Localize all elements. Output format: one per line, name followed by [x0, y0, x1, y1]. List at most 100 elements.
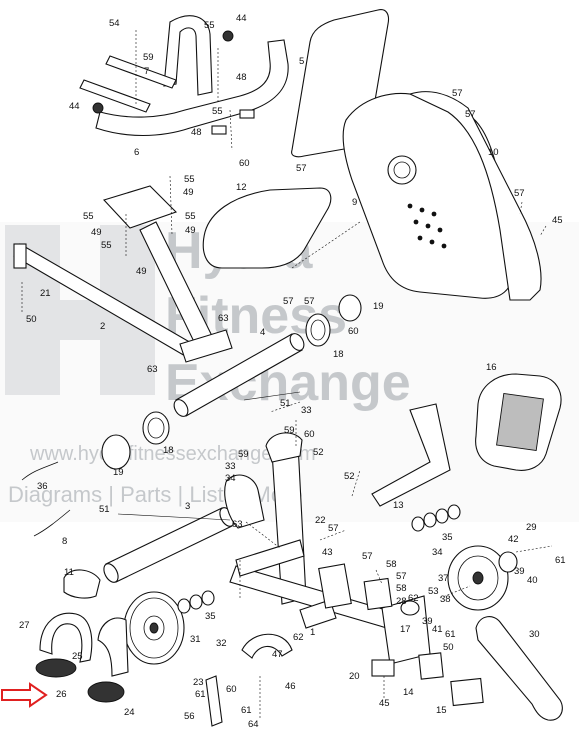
label-16: 16	[486, 362, 497, 373]
seat-frame	[13, 185, 233, 363]
rail-end	[13, 243, 27, 269]
label-57c: 57	[296, 163, 307, 174]
wire-harness-36	[21, 461, 59, 481]
label-5: 5	[299, 56, 304, 67]
label-61b: 61	[445, 629, 456, 640]
label-24: 24	[124, 707, 135, 718]
label-58a: 58	[386, 559, 397, 570]
label-59c: 59	[238, 449, 249, 460]
eddy-17	[400, 600, 420, 616]
label-18b: 18	[163, 445, 174, 456]
label-12: 12	[236, 182, 247, 193]
label-2: 2	[100, 321, 105, 332]
label-40: 40	[527, 575, 538, 586]
bearing-stack-35-lower	[177, 590, 215, 614]
crank-pulley	[123, 590, 215, 665]
label-21: 21	[40, 288, 51, 299]
seat-plate	[102, 185, 178, 229]
label-14: 14	[403, 687, 414, 698]
label-32: 32	[216, 638, 227, 649]
label-55a: 55	[204, 20, 215, 31]
label-34b: 34	[432, 547, 443, 558]
label-25: 25	[72, 651, 83, 662]
drive-belt	[475, 616, 563, 721]
console-mast-13	[371, 403, 451, 507]
label-20: 20	[349, 671, 360, 682]
magnet-15	[450, 677, 484, 707]
label-41: 41	[432, 624, 443, 635]
bracket-48-left	[211, 125, 227, 135]
wheel-cap-19-upper	[338, 294, 362, 322]
label-49c: 49	[185, 225, 196, 236]
label-57d: 57	[514, 188, 525, 199]
label-10: 10	[488, 147, 499, 158]
console-screen	[496, 392, 544, 452]
label-57i: 57	[396, 571, 407, 582]
label-39a: 39	[514, 566, 525, 577]
label-4: 4	[260, 327, 265, 338]
label-51a: 51	[280, 398, 291, 409]
bracket-48-right	[239, 109, 255, 119]
label-44a: 44	[236, 13, 247, 24]
label-38: 38	[440, 594, 451, 605]
label-48a: 48	[236, 72, 247, 83]
idler-20	[371, 659, 395, 677]
rear-shroud	[342, 91, 542, 301]
handlebar-assembly	[79, 15, 289, 151]
wheel-cap-19-lower	[101, 434, 131, 470]
label-13: 13	[393, 500, 404, 511]
label-23: 23	[193, 677, 204, 688]
label-63c: 63	[232, 519, 243, 530]
label-49b: 49	[91, 227, 102, 238]
label-60c: 60	[304, 429, 315, 440]
shroud-pulley-hole	[387, 155, 417, 185]
label-62b: 62	[293, 632, 304, 643]
label-8: 8	[62, 536, 67, 547]
label-50b: 50	[443, 642, 454, 653]
label-53: 53	[428, 586, 439, 597]
pointer-arrow-icon	[1, 682, 48, 708]
label-55f: 55	[101, 240, 112, 251]
label-34a: 34	[225, 473, 236, 484]
seat-cushion	[202, 187, 332, 269]
pedals	[35, 569, 129, 703]
handlebar-grip-rod-upper	[105, 55, 177, 89]
label-63b: 63	[147, 364, 158, 375]
bolt-51	[117, 513, 231, 521]
label-22: 22	[315, 515, 326, 526]
label-49a: 49	[183, 187, 194, 198]
label-1: 1	[310, 627, 315, 638]
label-26: 26	[56, 689, 67, 700]
pedal-26	[35, 658, 77, 678]
label-37: 37	[438, 573, 449, 584]
motor-28	[363, 577, 393, 611]
label-44b: 44	[69, 101, 80, 112]
label-9: 9	[352, 197, 357, 208]
label-6: 6	[134, 147, 139, 158]
pedal-strap-25	[97, 617, 129, 677]
label-3: 3	[185, 501, 190, 512]
label-11: 11	[64, 567, 74, 578]
wheel-18-upper	[305, 313, 331, 347]
handlebar-outer	[95, 39, 289, 137]
label-59a: 59	[143, 52, 154, 63]
belt-guard-32	[241, 633, 293, 659]
rear-axle-tube	[101, 294, 362, 470]
label-18a: 18	[333, 349, 344, 360]
label-47: 47	[272, 649, 283, 660]
bolt-51-upper	[243, 391, 301, 401]
pedal-24	[87, 681, 125, 703]
label-46: 46	[285, 681, 296, 692]
flywheel-pulley	[498, 551, 518, 573]
label-54a: 54	[109, 18, 120, 29]
label-43: 43	[322, 547, 333, 558]
label-59b: 59	[284, 425, 295, 436]
label-57b: 57	[465, 109, 476, 120]
shroud-cover-34	[224, 474, 265, 529]
label-61c: 61	[195, 689, 206, 700]
seat-bracket	[179, 329, 233, 363]
front-stabilizer-cap-11	[63, 569, 101, 599]
label-57a: 57	[452, 88, 463, 99]
label-35b: 35	[205, 611, 216, 622]
wheel-18-lower	[142, 411, 170, 445]
